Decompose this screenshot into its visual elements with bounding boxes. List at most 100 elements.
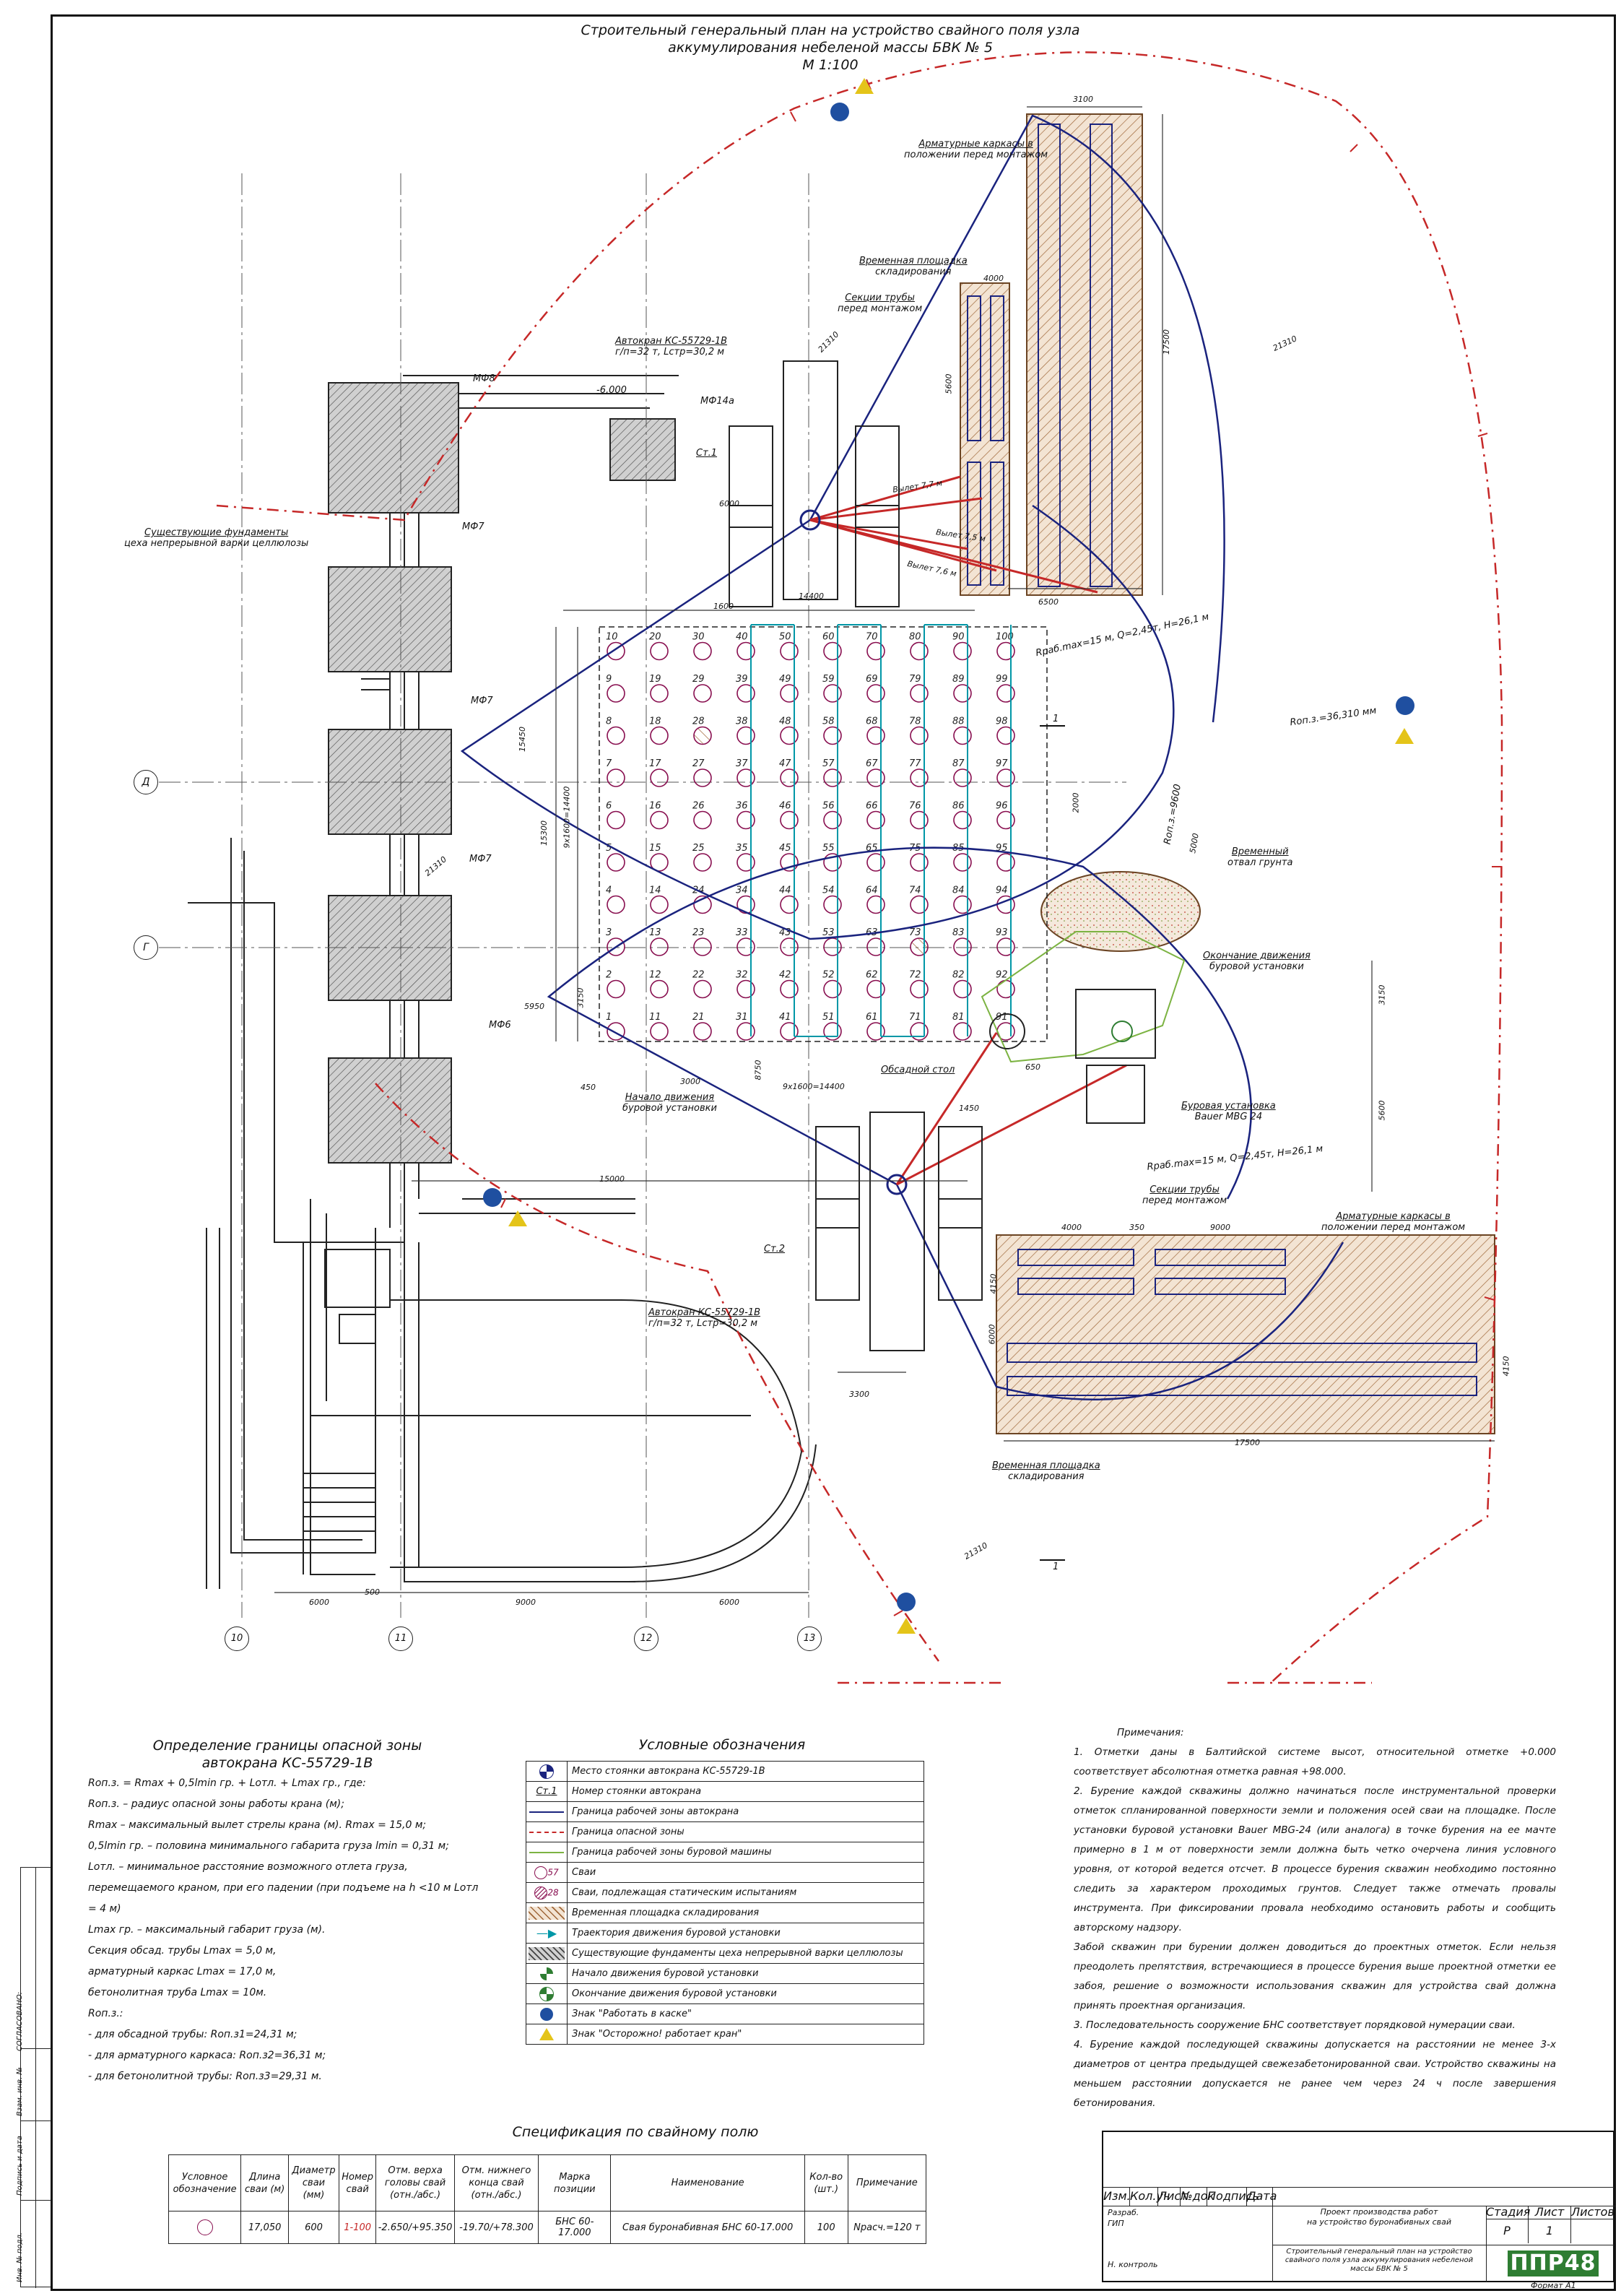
pile-number: 1 bbox=[606, 1012, 612, 1023]
pile-number: 42 bbox=[779, 970, 791, 981]
pile-number: 83 bbox=[952, 927, 965, 938]
crane-zone-line-icon bbox=[529, 1811, 564, 1813]
legend-row: Граница опасной зоны bbox=[526, 1821, 924, 1842]
legend-row: Граница рабочей зоны автокрана bbox=[526, 1801, 924, 1822]
foundation-label-mf6: МФ6 bbox=[489, 1020, 511, 1031]
legend-symbol bbox=[526, 2003, 568, 2024]
level-mark: -6,000 bbox=[596, 385, 627, 396]
drill-zone-line-icon bbox=[529, 1851, 564, 1853]
pile-number: 37 bbox=[736, 758, 748, 769]
stamp-project: Проект производства работ на устройство … bbox=[1306, 2207, 1452, 2227]
pile-number: 76 bbox=[909, 801, 921, 812]
dim-6000: 6000 bbox=[719, 1598, 739, 1607]
pile-number: 2 bbox=[606, 970, 612, 981]
pile-number: 25 bbox=[692, 843, 705, 854]
pile bbox=[650, 979, 669, 999]
pile-number: 50 bbox=[779, 632, 791, 643]
crane-2-label: Автокран КС-55729-1В г/п=32 т, Lстр=30,2… bbox=[648, 1307, 761, 1329]
trajectory-arrow-icon: —▶ bbox=[536, 1926, 557, 1940]
crane-1 bbox=[729, 360, 900, 607]
pile-number: 62 bbox=[866, 970, 878, 981]
notes-block: Примечания: 1. Отметки даны в Балтийской… bbox=[1074, 1723, 1556, 2113]
pile bbox=[953, 684, 972, 703]
legend-row: —▶Траектория движения буровой установки bbox=[526, 1923, 924, 1944]
pile bbox=[823, 853, 842, 872]
pile-number: 73 bbox=[909, 927, 921, 938]
pile bbox=[736, 810, 755, 830]
pile bbox=[650, 1022, 669, 1041]
dim-15450: 15450 bbox=[518, 727, 527, 752]
spec-header: Номер свай bbox=[338, 2154, 377, 2211]
drill-rig bbox=[989, 989, 1156, 1124]
pile bbox=[866, 895, 885, 914]
soil-dump-label: Временный отвал грунта bbox=[1227, 846, 1293, 868]
pile bbox=[693, 853, 712, 872]
notes-title: Примечания: bbox=[1117, 1727, 1184, 1738]
pile bbox=[693, 810, 712, 830]
casing-table-label: Обсадной стол bbox=[881, 1065, 955, 1075]
calc-line: бетонолитная труба Lmax = 10м. bbox=[88, 1987, 267, 1998]
pile-number: 69 bbox=[866, 674, 878, 685]
dim-2000: 2000 bbox=[1071, 792, 1081, 813]
spec-cell: 17,050 bbox=[240, 2211, 290, 2244]
crane-reach-lines bbox=[809, 475, 1127, 1186]
dim-5600: 5600 bbox=[1377, 1100, 1387, 1121]
approval-strip bbox=[20, 1867, 51, 2288]
spec-header: Условное обозначение bbox=[168, 2154, 242, 2211]
legend-symbol: 57 bbox=[526, 1862, 568, 1883]
dim-1450: 1450 bbox=[959, 1104, 979, 1113]
pile bbox=[693, 937, 712, 956]
pile-number: 44 bbox=[779, 885, 791, 896]
pile-field: 1234567891011121314151617181920212223242… bbox=[606, 632, 1015, 1041]
pile-number: 96 bbox=[996, 801, 1008, 812]
pile-number: 26 bbox=[692, 801, 705, 812]
pile bbox=[736, 853, 755, 872]
pile-number: 29 bbox=[692, 674, 705, 685]
existing-building-walls bbox=[188, 375, 817, 1589]
foundation-label-mf7-3: МФ7 bbox=[469, 854, 492, 865]
pile bbox=[736, 895, 755, 914]
pile bbox=[780, 810, 799, 830]
stamp-col: Подпись bbox=[1207, 2187, 1259, 2206]
title-line-1: Строительный генеральный план на устройс… bbox=[581, 22, 1080, 38]
pile bbox=[823, 768, 842, 787]
pile-number: 31 bbox=[736, 1012, 748, 1023]
pile bbox=[910, 684, 929, 703]
legend-title: Условные обозначения bbox=[638, 1737, 806, 1753]
pile bbox=[910, 726, 929, 745]
pile-number: 19 bbox=[649, 674, 661, 685]
legend-symbol-text: 28 bbox=[547, 1887, 559, 1897]
pile bbox=[866, 1022, 885, 1041]
pile bbox=[693, 895, 712, 914]
pile-number: 36 bbox=[736, 801, 748, 812]
section-mark bbox=[1040, 725, 1065, 1561]
side-inv-original: Инв. № подл. bbox=[16, 2232, 24, 2282]
pile bbox=[866, 937, 885, 956]
spec-table: Условное обозначение Длина сваи (м) Диам… bbox=[168, 2154, 927, 2244]
dim-3150: 3150 bbox=[575, 987, 586, 1008]
pile-number: 27 bbox=[692, 758, 705, 769]
helmet-sign-icon bbox=[830, 103, 849, 121]
side-approved: СОГЛАСОВАНО: bbox=[16, 1991, 24, 2051]
pile-number: 97 bbox=[996, 758, 1008, 769]
spec-header: Кол-во (шт.) bbox=[804, 2154, 848, 2211]
legend-symbol bbox=[526, 1842, 568, 1863]
pile-number: 3 bbox=[606, 927, 612, 938]
calc-line: 0,5lmin гр. – половина минимального габа… bbox=[88, 1840, 449, 1852]
legend-text: Граница рабочей зоны автокрана bbox=[567, 1801, 924, 1822]
stamp-col: Кол.уч bbox=[1130, 2187, 1170, 2206]
dim-4150: 4150 bbox=[1501, 1356, 1511, 1377]
pile-number: 77 bbox=[909, 758, 921, 769]
pile bbox=[736, 768, 755, 787]
pile-number: 40 bbox=[736, 632, 748, 643]
pile-number: 66 bbox=[866, 801, 878, 812]
legend-row: Знак "Работать в каске" bbox=[526, 2003, 924, 2024]
dim-6500: 6500 bbox=[1038, 597, 1059, 607]
dim-5950: 5950 bbox=[524, 1002, 544, 1011]
pile-number: 94 bbox=[996, 885, 1008, 896]
pile bbox=[650, 641, 669, 661]
spec-cell: 100 bbox=[804, 2211, 848, 2244]
crane-working-zones bbox=[460, 114, 1344, 1400]
pile-number: 84 bbox=[952, 885, 965, 896]
spec-header: Отм. нижнего конца свай (отн./абс.) bbox=[453, 2154, 539, 2211]
